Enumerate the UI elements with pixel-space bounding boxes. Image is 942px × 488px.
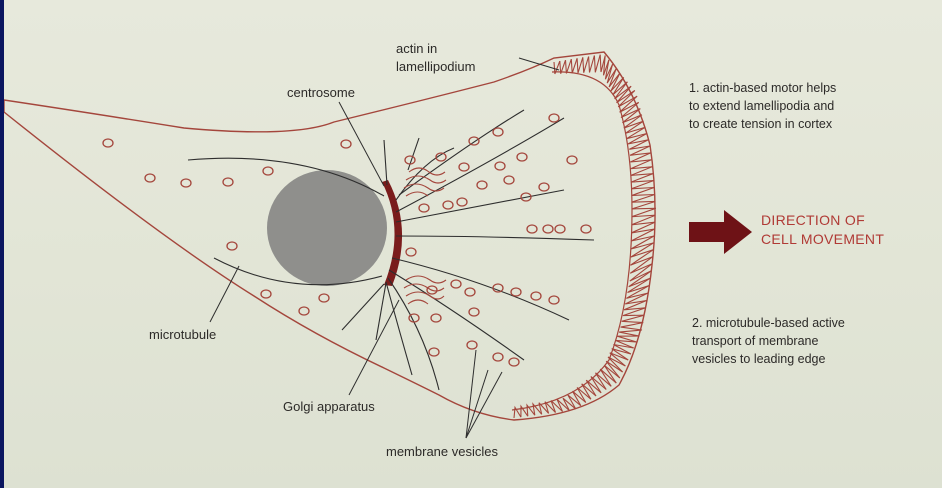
vesicle [531,292,541,300]
vesicle [567,156,577,164]
vesicle [543,225,553,233]
microtubule [389,270,524,360]
actin-filaments [514,55,656,418]
vesicle [223,178,233,186]
vesicle [495,162,505,170]
actin-spike [589,56,595,73]
vesicle [555,225,565,233]
actin-spike [557,399,569,411]
actin-spike [631,236,654,249]
leader-lines [210,58,559,438]
vesicle [511,288,521,296]
vesicle [341,140,351,148]
vesicle [469,137,479,145]
actin-spike [630,250,653,265]
microtubule [342,284,384,330]
vesicle [539,183,549,191]
actin-spike [625,293,648,304]
actin-spike [632,208,656,216]
nucleus [267,170,387,286]
microtubule [386,282,412,375]
vesicle [581,225,591,233]
microtubule-note-line2: transport of membrane [692,333,818,350]
vesicle [261,290,271,298]
actin-spike [625,121,645,133]
vesicle [406,248,416,256]
microtubule [384,140,387,185]
vesicle [549,114,559,122]
actin-spike [627,127,647,138]
actin-spike [571,58,577,73]
vesicle [145,174,155,182]
vesicles-label: membrane vesicles [386,443,498,460]
microtubule [396,118,564,212]
direction-label-line2: CELL MOVEMENT [761,230,884,248]
vesicle [465,288,475,296]
actin-spike [583,57,589,73]
vesicle [509,358,519,366]
vesicle [419,204,429,212]
vesicle [493,353,503,361]
vesicle [549,296,559,304]
actin-label-line2: lamellipodium [396,58,475,75]
vesicle [517,153,527,161]
vesicle [504,176,514,184]
vesicle [431,314,441,322]
actin-label-line1: actin in [396,40,437,57]
microtubules [188,110,594,390]
microtubule-label: microtubule [149,326,216,343]
vesicle [181,179,191,187]
actin-note-line2: to extend lamellipodia and [689,98,834,115]
right-arrow-icon [689,210,752,254]
centrosome-label: centrosome [287,84,355,101]
actin-spike [630,257,652,274]
cortex-line [512,72,632,410]
leader-microtubule [210,266,239,322]
actin-spike [622,315,645,322]
actin-spike [577,57,583,73]
actin-spike [566,59,572,73]
vesicle [319,294,329,302]
vesicle [457,198,467,206]
vesicle [299,307,309,315]
actin-spike [631,243,654,257]
actin-note-line3: to create tension in cortex [689,116,832,133]
vesicle [451,280,461,288]
diagram-panel: actin in lamellipodium centrosome microt… [4,0,942,488]
actin-note-line1: 1. actin-based motor helps [689,80,836,97]
actin-spike [628,134,649,145]
golgi-label: Golgi apparatus [283,398,375,415]
direction-label-line1: DIRECTION OF [761,211,865,229]
vesicle [527,225,537,233]
vesicle [263,167,273,175]
microtubule-note-line1: 2. microtubule-based active [692,315,845,332]
actin-spike [621,323,644,330]
vesicle [443,201,453,209]
microtubule-note-line3: vesicles to leading edge [692,351,825,368]
microtubule [396,236,594,240]
vesicle [103,139,113,147]
vesicle [459,163,469,171]
vesicle [493,128,503,136]
vesicle [227,242,237,250]
microtubule [408,138,419,170]
vesicle [477,181,487,189]
vesicle [467,341,477,349]
vesicle [493,284,503,292]
actin-spike [594,55,600,73]
vesicle [469,308,479,316]
vesicle [429,348,439,356]
leader-actin [519,58,559,70]
leader-vesicles-3 [466,350,476,438]
microtubule [396,190,564,222]
